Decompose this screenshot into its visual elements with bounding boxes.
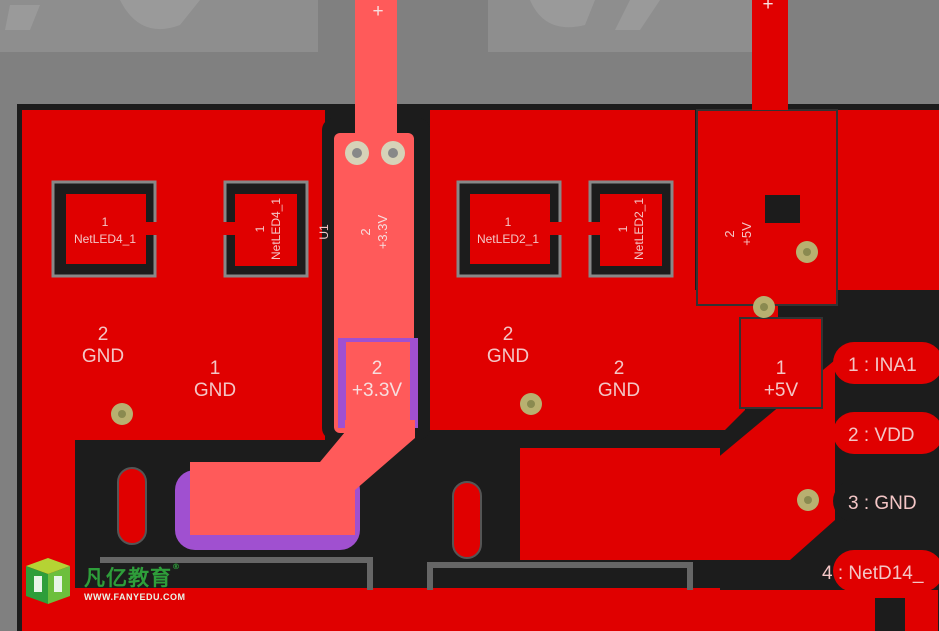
trace-3v3-bend[interactable] <box>190 420 415 535</box>
copper-block <box>520 448 720 560</box>
via-hole <box>118 410 126 418</box>
connector-pin-label: 1 : INA1 <box>848 355 917 376</box>
connector-pin-label: 2 : VDD <box>848 425 915 446</box>
trace-5v <box>752 0 788 110</box>
via-hole <box>760 303 768 311</box>
silk-glyph <box>615 0 660 30</box>
net-label: +5V <box>764 380 799 401</box>
net-label: NetLED2_1 <box>477 232 539 246</box>
pad-number: 1 <box>102 215 109 229</box>
pad-outline <box>427 562 693 590</box>
brand-title-text: 凡亿教育 <box>84 566 172 590</box>
pad-gap <box>765 195 800 223</box>
connector-pin-4[interactable] <box>833 550 939 592</box>
pad-5v-bottom[interactable] <box>739 317 823 409</box>
net-label: NetLED2_1 <box>632 198 646 260</box>
led-pad-left-2-copper <box>470 194 550 264</box>
led-pad-right-2-copper <box>600 194 662 266</box>
net-label: GND <box>598 380 640 401</box>
led-trace-2 <box>550 222 600 235</box>
pad-number: 2 <box>614 358 625 379</box>
pad-number: 1 <box>210 358 221 379</box>
led-trace <box>146 222 236 235</box>
net-label: +3.3V <box>375 215 390 250</box>
brand-logo: 凡亿教育® WWW.FANYEDU.COM <box>22 556 222 608</box>
via-hole <box>352 148 362 158</box>
connector-pin-label: 4 : NetD14_ <box>822 563 924 584</box>
pad-number: 1 <box>776 358 787 379</box>
pad-number: 2 <box>372 358 383 379</box>
net-label: GND <box>82 346 124 367</box>
connector-pin-label: 3 : GND <box>848 493 917 514</box>
led-pad-left-copper <box>66 194 146 264</box>
designator: U1 <box>317 224 331 240</box>
pad-number: 1 <box>616 225 630 232</box>
net-label: GND <box>487 346 529 367</box>
pad-outline <box>100 557 373 590</box>
silk-glyph <box>530 0 595 28</box>
net-label: +3.3V <box>352 380 403 401</box>
pad-number: 2 <box>358 228 373 235</box>
pad-number: 1 <box>253 225 267 232</box>
net-label: NetLED4_1 <box>74 232 136 246</box>
cube-logo-icon <box>26 558 70 604</box>
copper-pour-bottom <box>75 588 938 631</box>
silk-glyph <box>5 5 40 30</box>
net-label: GND <box>194 380 236 401</box>
plus-sign: + <box>762 0 773 15</box>
brand-url: WWW.FANYEDU.COM <box>84 592 186 602</box>
pad-3v3-inner <box>346 342 410 422</box>
pad-number: 2 <box>722 230 737 237</box>
connector-gap <box>875 598 905 631</box>
connector-pin-1[interactable] <box>833 342 939 384</box>
pad-number: 2 <box>98 324 109 345</box>
trademark: ® <box>172 562 181 571</box>
connector-pin-2[interactable] <box>833 412 939 454</box>
net-label: NetLED4_1 <box>269 198 283 260</box>
led-pad-right-copper <box>235 194 297 266</box>
connector-pin-3[interactable] <box>833 480 939 522</box>
copper-pour-far-right <box>836 110 939 290</box>
trace-3v3-vertical[interactable] <box>355 0 397 135</box>
plus-sign: + <box>372 1 383 22</box>
net-label: +5V <box>739 222 754 246</box>
via-hole <box>527 400 535 408</box>
via-hole <box>388 148 398 158</box>
via-hole <box>803 248 811 256</box>
slot-pad <box>452 481 482 559</box>
pad-number: 2 <box>503 324 514 345</box>
brand-title: 凡亿教育® <box>84 562 181 592</box>
via-hole <box>804 496 812 504</box>
slot-pad <box>117 467 147 545</box>
pad-number: 1 <box>505 215 512 229</box>
silk-glyph <box>120 0 200 30</box>
